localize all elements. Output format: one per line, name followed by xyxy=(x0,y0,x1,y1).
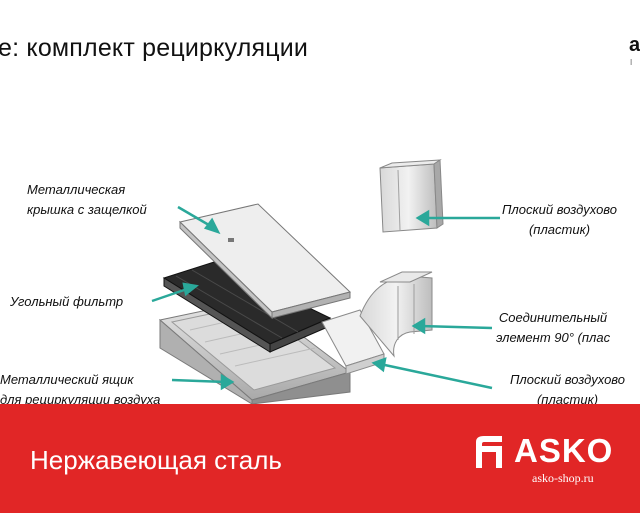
corner-logo-subtext: I xyxy=(630,58,633,67)
presentation-slide: е: комплект рециркуляции a I xyxy=(0,34,640,404)
flat-duct-vertical xyxy=(379,159,444,233)
recirculation-kit-diagram xyxy=(151,159,500,404)
carbon-filter xyxy=(162,261,332,353)
pointer-arrows xyxy=(151,205,500,391)
asko-logo-icon xyxy=(476,436,502,468)
connector-90-degree xyxy=(321,271,433,375)
asko-logo: ASKO xyxy=(470,429,620,473)
corner-logo-fragment: a xyxy=(629,34,640,56)
site-url: asko-shop.ru xyxy=(532,471,594,485)
label-connector: Соединительный элемент 90° (плас xyxy=(496,310,611,345)
label-metal-box: Металлический ящик для рециркуляции возд… xyxy=(0,372,161,404)
label-metal-lid: Металлическая крышка с защелкой xyxy=(27,182,147,217)
red-banner: Нержавеющая сталь ASKO asko-shop.ru xyxy=(0,404,640,513)
banner-text: Нержавеющая сталь xyxy=(30,445,282,475)
asko-brand-name: ASKO xyxy=(514,432,614,469)
label-flat-duct-bottom: Плоский воздухово (пластик) xyxy=(510,372,626,404)
metal-lid xyxy=(178,203,351,320)
label-carbon-filter: Угольный фильтр xyxy=(10,294,124,309)
label-flat-duct-top: Плоский воздухово (пластик) xyxy=(502,202,618,237)
slide-title: е: комплект рециркуляции xyxy=(0,34,309,62)
